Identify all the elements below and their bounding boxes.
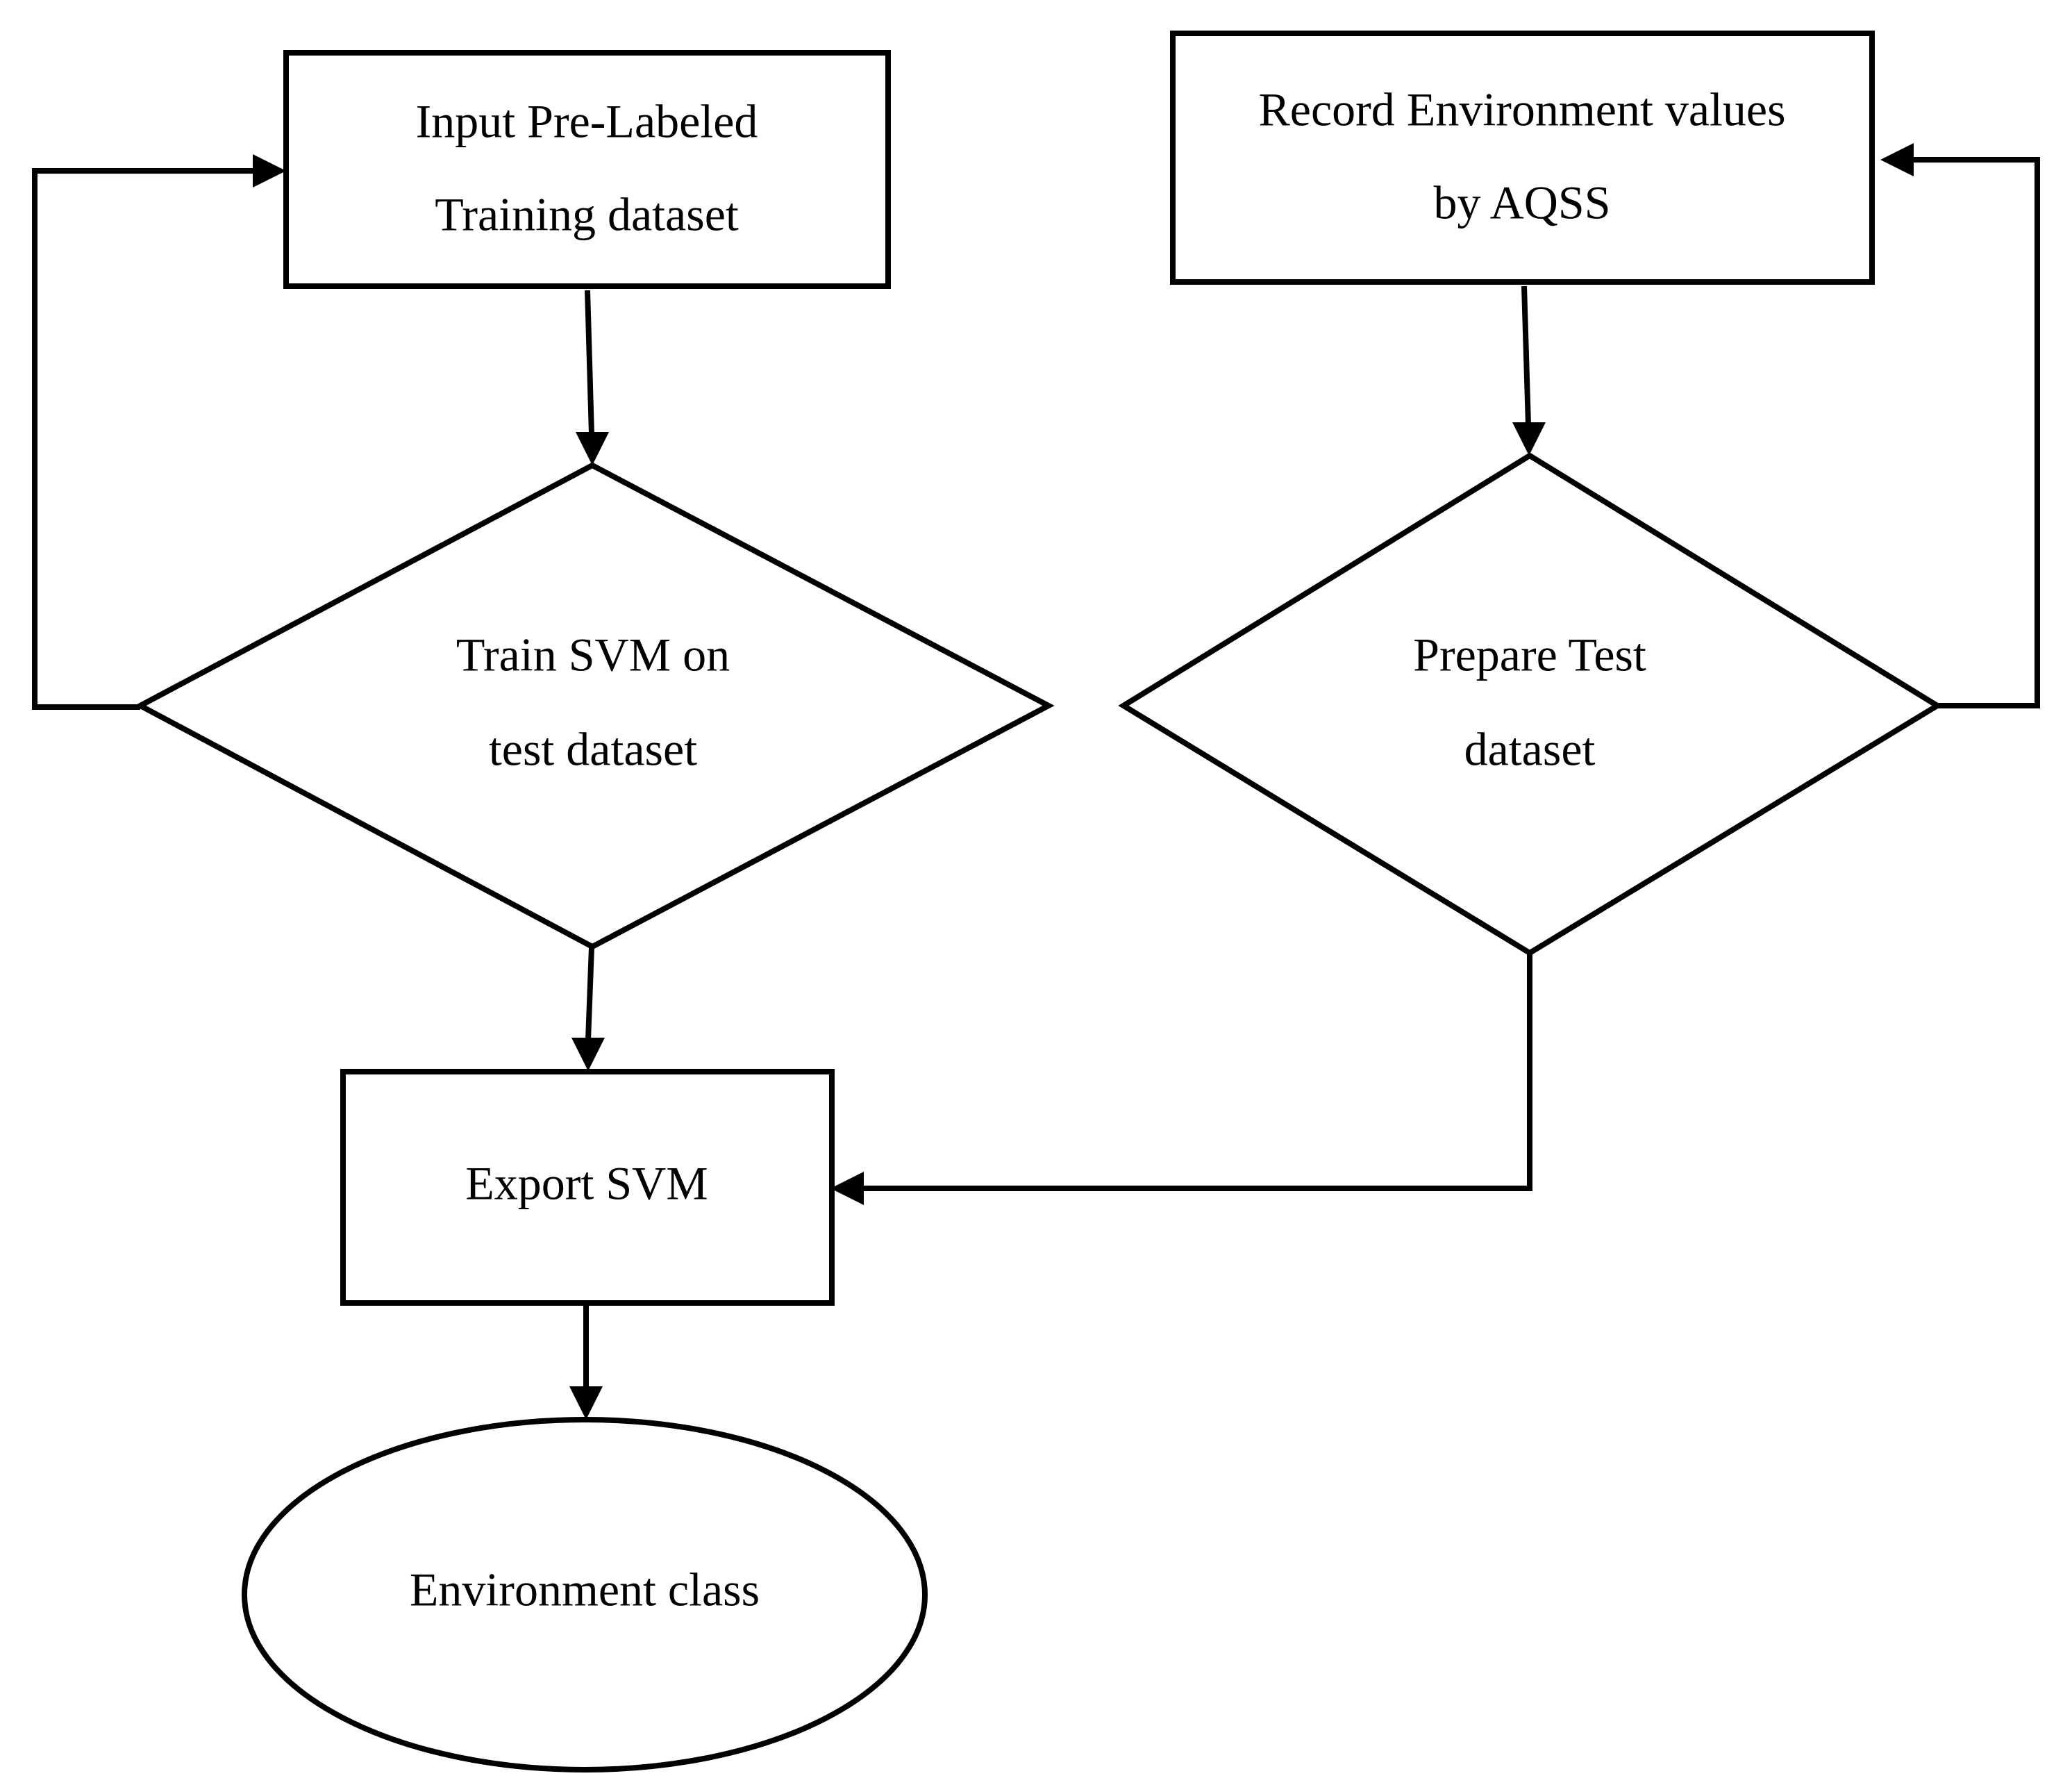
edge-input-to-train xyxy=(576,290,609,465)
edge-prepare-to-export xyxy=(830,953,1532,1205)
node-label-line: Training dataset xyxy=(435,188,739,241)
node-label-line: Train SVM on xyxy=(456,629,730,681)
node-prepare-test: Prepare Test dataset xyxy=(1118,452,1943,956)
node-label-line: by AQSS xyxy=(1433,176,1610,229)
node-label-line: test dataset xyxy=(489,723,697,776)
terminal-ellipse xyxy=(242,1417,928,1772)
node-environment-class: Environment class xyxy=(242,1417,928,1772)
node-label-line: Prepare Test xyxy=(1413,629,1646,681)
node-label-line: Input Pre-Labeled xyxy=(416,95,758,148)
decision-diamond xyxy=(1118,452,1943,956)
edge-train-loop-to-input xyxy=(32,154,286,710)
node-label-line: Export SVM xyxy=(465,1157,708,1210)
edge-record-to-prepare xyxy=(1512,285,1546,456)
process-box xyxy=(1170,31,1875,285)
edge-prepare-loop-to-record xyxy=(1880,143,2040,708)
node-export-svm: Export SVM xyxy=(340,1069,835,1306)
node-input-training: Input Pre-Labeled Training dataset xyxy=(283,50,891,289)
decision-diamond xyxy=(134,462,1055,950)
connectors xyxy=(32,143,2040,1420)
node-train-svm: Train SVM on test dataset xyxy=(134,462,1055,950)
node-label-line: Record Environment values xyxy=(1258,83,1785,136)
node-record-environment: Record Environment values by AQSS xyxy=(1170,31,1875,285)
node-label-line: dataset xyxy=(1464,723,1596,776)
process-box xyxy=(340,1069,835,1306)
node-label-line: Environment class xyxy=(410,1563,760,1616)
process-box xyxy=(283,50,891,289)
edge-train-to-export xyxy=(571,947,605,1071)
edge-export-to-class xyxy=(569,1303,603,1420)
